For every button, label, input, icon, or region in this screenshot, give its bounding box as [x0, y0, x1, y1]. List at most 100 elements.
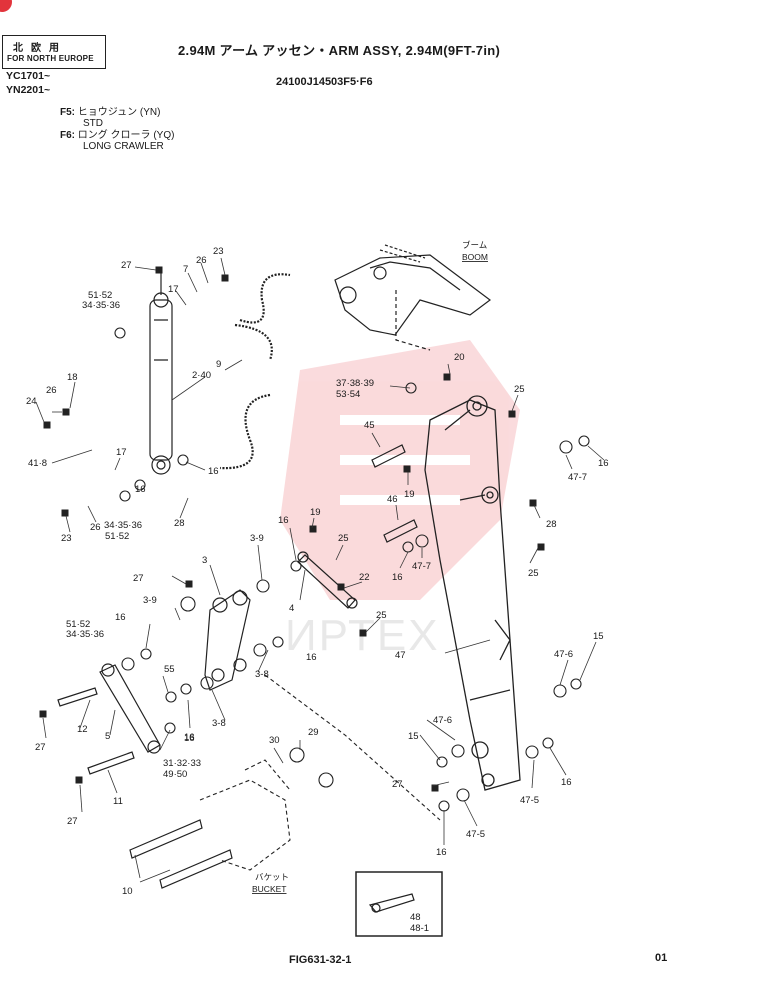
hydraulic-hoses	[219, 273, 291, 470]
arm-cylinder	[149, 270, 173, 475]
bucket-outline	[199, 674, 441, 871]
callout-46: 46	[387, 494, 398, 505]
callout-18: 18	[67, 372, 78, 383]
page-number: 01	[655, 952, 668, 964]
callout-16: 16	[561, 777, 572, 788]
serial-range-1: YC1701~	[6, 70, 51, 82]
callout-16: 16	[184, 733, 195, 744]
callout-47-7: 47-7	[568, 472, 587, 483]
callout-20: 20	[454, 352, 465, 363]
callout-19: 19	[310, 507, 321, 518]
note-f6: F6: ロング クローラ (YQ) LONG CRAWLER	[60, 130, 174, 152]
callout-27: 27	[121, 260, 132, 271]
boom-label-jp: ブーム	[462, 240, 487, 250]
region-box: 北欧用 FOR NORTH EUROPE	[2, 35, 106, 69]
callout-51-52: 51·52	[88, 290, 112, 301]
callout-16: 16	[278, 515, 289, 526]
callout-47-6: 47-6	[554, 649, 573, 660]
callout-26: 26	[90, 522, 101, 533]
callout-16: 16	[306, 652, 317, 663]
region-label-en: FOR NORTH EUROPE	[7, 54, 94, 63]
callout-10: 10	[122, 886, 133, 897]
note-jp: ヒョウジュン (YN)	[77, 107, 161, 118]
page-title: 2.94M アーム アッセン・ARM ASSY, 2.94M(9FT-7in)	[178, 43, 501, 58]
region-label-jp: 北欧用	[13, 43, 67, 54]
callout-4: 4	[289, 603, 294, 614]
callout-3: 3	[202, 555, 207, 566]
callout-16: 16	[208, 466, 219, 477]
callout-15: 15	[408, 731, 419, 742]
callout-30: 30	[269, 735, 280, 746]
boom-outline	[334, 244, 491, 351]
callout-25: 25	[338, 533, 349, 544]
callout-27: 27	[67, 816, 78, 827]
bucket-label-en: BUCKET	[252, 884, 286, 894]
callout-24: 24	[26, 396, 37, 407]
callout-27: 27	[35, 742, 46, 753]
callout-31-32-33: 31·32·33	[163, 758, 201, 769]
callout-17: 17	[116, 447, 127, 458]
callout-16: 16	[598, 458, 609, 469]
callout-15: 15	[593, 631, 604, 642]
callout-16: 16	[436, 847, 447, 858]
callout-48-1: 48-1	[410, 923, 429, 934]
note-code: F6:	[60, 130, 75, 141]
callout-45: 45	[364, 420, 375, 431]
callout-12: 12	[77, 724, 88, 735]
note-jp: ロング クローラ (YQ)	[77, 130, 175, 141]
callout-25: 25	[514, 384, 525, 395]
inset-box: 48 48-1	[355, 871, 443, 937]
callout-47: 47	[395, 650, 406, 661]
callout-47-6: 47-6	[433, 715, 452, 726]
note-en: STD	[83, 118, 103, 129]
callout-48: 48	[410, 912, 421, 923]
callout-26: 26	[196, 255, 207, 266]
watermark-logo	[280, 340, 520, 600]
arm-body	[424, 395, 521, 791]
callout-2-40: 2·40	[192, 370, 211, 381]
serial-range-2: YN2201~	[6, 84, 51, 96]
callout-3-8: 3-8	[212, 718, 226, 729]
callout-5: 5	[105, 731, 110, 742]
callout-47-5: 47-5	[520, 795, 539, 806]
callout-17: 17	[168, 284, 179, 295]
callout-16: 16	[392, 572, 403, 583]
callout-49-50: 49·50	[163, 769, 187, 780]
callout-16: 16	[135, 484, 146, 495]
callout-22: 22	[359, 572, 370, 583]
callout-25: 25	[376, 610, 387, 621]
callout-11: 11	[113, 796, 123, 807]
callout-29: 29	[308, 727, 319, 738]
boom-label-en: BOOM	[462, 252, 488, 262]
callout-7: 7	[183, 264, 188, 275]
figure-id: FIG631-32-1	[289, 954, 352, 966]
callout-3-9: 3-9	[250, 533, 264, 544]
callout-51-52: 51·52	[66, 619, 90, 630]
bolts-and-nuts	[39, 266, 545, 792]
callout-37-38-39: 37·38·39	[336, 378, 374, 389]
callout-3-8: 3-8	[255, 669, 269, 680]
callout-27: 27	[392, 779, 403, 790]
assembly-part-number: 24100J14503F5·F6	[276, 76, 373, 88]
callout-47-7: 47-7	[412, 561, 431, 572]
callout-labels: 27 23 7 26 17 51·52 34·35·36 9 2·40 18 2…	[26, 246, 609, 897]
callout-25: 25	[528, 568, 539, 579]
callout-34-35-36: 34·35·36	[82, 300, 120, 311]
leader-lines	[35, 257, 605, 883]
note-code: F5:	[60, 107, 75, 118]
callout-41-8: 41·8	[28, 458, 47, 469]
callout-34-35-36: 34·35·36	[104, 520, 142, 531]
callout-3-9: 3-9	[143, 595, 157, 606]
callout-28: 28	[546, 519, 557, 530]
callout-34-35-36: 34·35·36	[66, 629, 104, 640]
callout-55: 55	[164, 664, 175, 675]
callout-16: 16	[115, 612, 126, 623]
callout-9: 9	[216, 359, 221, 370]
callout-26: 26	[46, 385, 57, 396]
callout-47-5: 47-5	[466, 829, 485, 840]
corner-badge: 9	[0, 0, 12, 12]
callout-19: 19	[404, 489, 415, 500]
callout-23: 23	[213, 246, 224, 257]
callout-53-54: 53·54	[336, 389, 360, 400]
